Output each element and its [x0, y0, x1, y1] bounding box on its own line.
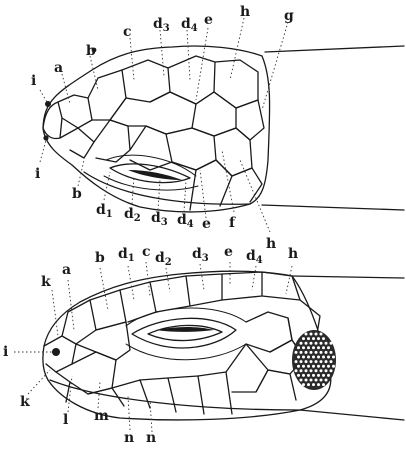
label-side-l: l: [63, 412, 68, 428]
label-top-a: a: [54, 60, 63, 76]
label-side-d1: d1: [118, 246, 135, 264]
label-top-b: b: [86, 43, 96, 59]
label-top-d2: d2: [124, 206, 141, 224]
label-top-d4-bottom: d4: [177, 212, 194, 230]
label-side-n-right: n: [146, 430, 156, 446]
label-top-b-bottom: b: [72, 186, 82, 202]
label-side-h: h: [288, 246, 298, 262]
side-view-drawing: [43, 271, 404, 420]
top-view-drawing: [43, 46, 404, 212]
label-side-k-upper: k: [41, 274, 51, 290]
label-top-d1: d1: [96, 202, 113, 220]
side-view-leaders: [14, 262, 292, 432]
label-top-i-lower: i: [35, 166, 40, 182]
label-side-k-lower: k: [20, 394, 30, 410]
label-top-d3: d3: [153, 16, 170, 34]
top-view-labels: i a b c d3 d4 e h g i b d1 d2 d3 d4 e f …: [31, 4, 294, 252]
label-top-f: f: [229, 215, 236, 231]
label-top-i-upper: i: [31, 73, 36, 89]
label-side-d2: d2: [155, 250, 172, 268]
label-side-e: e: [224, 244, 233, 260]
label-side-a: a: [62, 262, 71, 278]
label-top-d3-bottom: d3: [151, 210, 168, 228]
label-side-n-left: n: [124, 430, 134, 446]
label-top-e: e: [204, 12, 213, 28]
label-side-i: i: [3, 344, 8, 360]
label-top-h-bottom: h: [266, 236, 276, 252]
label-top-e-bottom: e: [202, 216, 211, 232]
label-top-h: h: [240, 4, 250, 20]
label-side-b: b: [95, 250, 105, 266]
label-top-g: g: [284, 8, 294, 24]
label-side-m: m: [94, 408, 109, 424]
label-side-c: c: [142, 244, 151, 260]
label-top-c: c: [123, 24, 132, 40]
label-side-d4: d4: [246, 248, 263, 266]
label-side-d3: d3: [192, 246, 209, 264]
label-top-d4: d4: [181, 16, 198, 34]
